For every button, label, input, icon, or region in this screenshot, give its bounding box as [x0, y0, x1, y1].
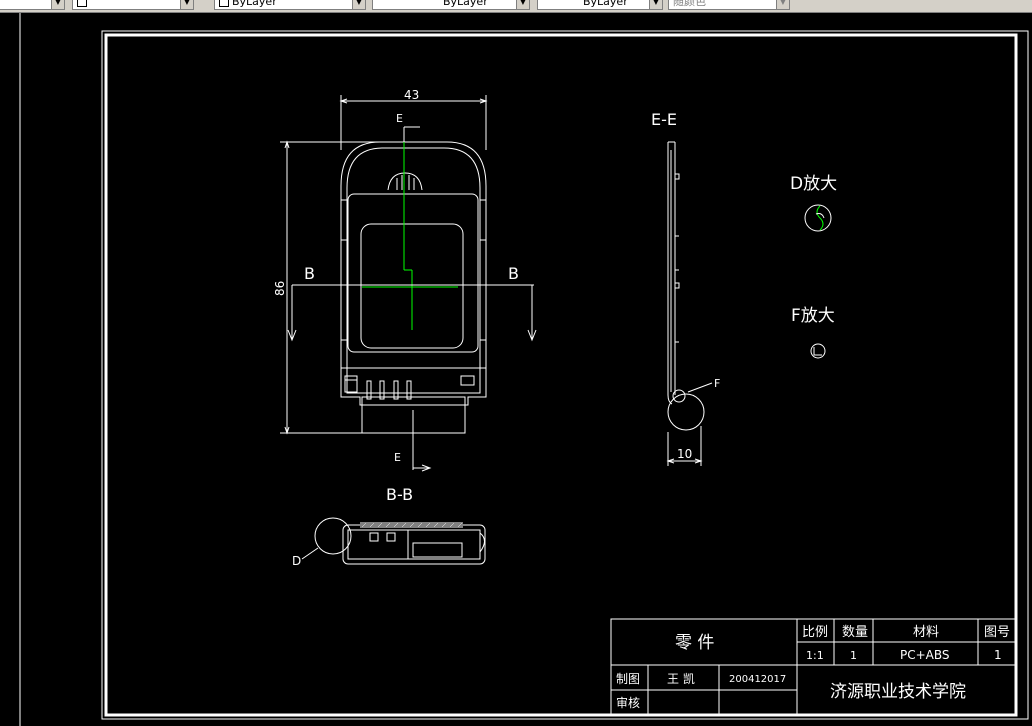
prev-combo[interactable]: ▼	[0, 0, 65, 10]
tb-drawn-by-name: 王 凯	[667, 672, 695, 686]
plotstyle-value: 随颜色	[673, 0, 706, 8]
plotstyle-combo[interactable]: 随颜色 ▼	[668, 0, 790, 10]
lineweight-combo[interactable]: ByLayer ▼	[537, 0, 663, 10]
arrow-down-icon	[527, 329, 537, 342]
chevron-down-icon: ▼	[516, 0, 529, 9]
section-label-e-top: E	[396, 112, 403, 125]
title-block	[610, 618, 1017, 716]
front-window	[360, 223, 464, 349]
section-lines	[287, 126, 537, 472]
chevron-down-icon: ▼	[51, 0, 64, 9]
tb-material-value: PC+ABS	[900, 648, 950, 662]
leader-f	[687, 382, 713, 393]
detail-view-d	[804, 204, 832, 232]
leader-d	[301, 547, 319, 560]
tb-qty-value: 1	[850, 649, 857, 662]
front-center-lines	[362, 140, 458, 330]
linetype-swatch-icon	[219, 0, 229, 7]
chevron-down-icon: ▼	[649, 0, 662, 9]
bb-hatch	[361, 522, 463, 528]
color-combo[interactable]: ▼	[72, 0, 194, 10]
front-window-frame	[347, 193, 479, 353]
arrow-down-icon	[287, 329, 297, 342]
lineweight-value: ByLayer	[583, 0, 628, 8]
detail-circle-f	[672, 389, 686, 403]
tb-drawing-no-label: 图号	[984, 625, 1010, 640]
tb-qty-label: 数量	[842, 625, 868, 640]
bb-outline	[342, 524, 486, 565]
chevron-down-icon: ▼	[776, 0, 789, 9]
linetype-value: ByLayer	[443, 0, 488, 8]
tb-drawn-by-label: 制图	[616, 672, 640, 686]
ee-round-end	[667, 393, 705, 431]
callout-label-d: D	[292, 554, 301, 568]
detail-title-d: D放大	[790, 174, 837, 194]
front-top-tab	[387, 172, 423, 191]
connector-pin	[366, 380, 372, 400]
connector-pad	[344, 375, 358, 393]
detail-circle-d	[314, 517, 352, 555]
linetype-combo[interactable]: ByLayer ▼	[372, 0, 530, 10]
detail-view-f	[810, 343, 826, 359]
detail-title-f: F放大	[791, 306, 835, 326]
color-swatch-icon	[77, 0, 87, 7]
section-label-b-right: B	[508, 264, 519, 283]
detail-d-curve	[816, 205, 824, 231]
connector-slot	[460, 375, 475, 386]
inner-frame	[104, 33, 1018, 717]
dim-text-thickness: 10	[677, 447, 692, 461]
bb-boss	[369, 532, 379, 542]
bb-cavity	[412, 542, 463, 558]
tb-student-no: 200412017	[729, 674, 786, 685]
view-title-bb: B-B	[386, 485, 413, 504]
ee-back-wall	[667, 142, 673, 405]
arrow-up-icon	[284, 140, 290, 149]
bb-clip-right	[479, 532, 485, 553]
arrow-right-icon	[479, 98, 488, 104]
drawing-canvas[interactable]: E E B B 43 86 B-B D	[0, 13, 1032, 726]
detail-f-corner	[813, 347, 822, 356]
chevron-down-icon: ▼	[180, 0, 193, 9]
linetype-combo-text: ByLayer	[232, 0, 277, 8]
tb-drawing-no-value: 1	[994, 648, 1002, 662]
view-title-ee: E-E	[651, 110, 677, 129]
front-outline	[340, 141, 487, 406]
ee-clip	[674, 173, 680, 180]
callout-label-f: F	[714, 377, 720, 390]
tb-checked-by-label: 审核	[616, 695, 640, 710]
title-block-frame	[610, 618, 1017, 716]
tb-material-label: 材料	[913, 625, 939, 640]
bb-inner	[347, 529, 481, 560]
detail-d-clip	[815, 213, 825, 219]
detail-d-circle	[804, 204, 832, 232]
layer-linetype-combo[interactable]: ByLayer ▼	[214, 0, 366, 10]
model-space-bg	[0, 13, 1032, 726]
section-label-e-bottom: E	[394, 451, 401, 464]
connector-pin	[393, 380, 399, 400]
bb-boss	[386, 532, 396, 542]
tb-scale-value: 1:1	[806, 649, 824, 662]
arrow-down-icon	[284, 426, 290, 435]
dim-text-height: 86	[273, 281, 287, 296]
tb-school: 济源职业技术学院	[830, 682, 966, 702]
section-view-ee	[666, 141, 713, 466]
dim-text-width: 43	[404, 88, 419, 102]
arrow-left-icon	[666, 458, 675, 464]
arrow-left-icon	[339, 98, 348, 104]
properties-toolbar: ▼ ▼ ByLayer ▼ ByLayer ▼ ByLayer ▼ 随颜色 ▼	[0, 0, 1032, 13]
arrow-right-icon	[694, 458, 703, 464]
connector-pin	[406, 380, 412, 400]
section-label-b-left: B	[304, 264, 315, 283]
tb-part-name: 零 件	[675, 633, 714, 653]
front-inner-outline	[346, 147, 481, 394]
arrow-right-icon	[421, 464, 432, 472]
ee-clip	[674, 282, 680, 289]
chevron-down-icon: ▼	[352, 0, 365, 9]
tb-scale-label: 比例	[802, 625, 828, 640]
front-dimensions	[280, 95, 488, 435]
outer-frame	[101, 30, 1029, 720]
connector-pin	[379, 380, 385, 400]
detail-f-circle	[810, 343, 826, 359]
